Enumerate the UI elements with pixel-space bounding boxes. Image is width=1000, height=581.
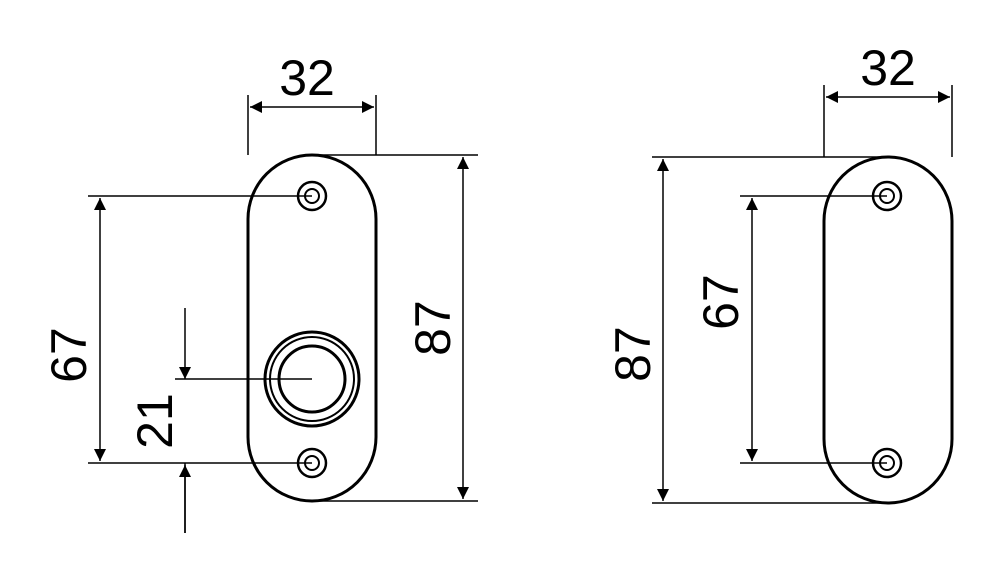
right-width-dimension (823, 85, 953, 157)
left-width-dimension (247, 95, 377, 155)
right-plate-outline (822, 155, 954, 505)
left-height-label: 87 (405, 300, 461, 356)
right-hole-spacing-dimension (740, 195, 887, 464)
right-height-dimension (652, 156, 887, 504)
left-hole-spacing-label: 67 (41, 327, 97, 383)
right-view (652, 85, 954, 505)
left-width-label: 32 (279, 50, 335, 106)
left-button-offset-dimension (175, 308, 312, 533)
right-width-label: 32 (860, 40, 916, 96)
left-view (88, 95, 478, 533)
left-hole-spacing-dimension (88, 195, 312, 464)
left-button-offset-label: 21 (127, 393, 183, 449)
left-height-dimension (312, 154, 478, 502)
right-hole-spacing-label: 67 (693, 274, 749, 330)
right-height-label: 87 (605, 326, 661, 382)
